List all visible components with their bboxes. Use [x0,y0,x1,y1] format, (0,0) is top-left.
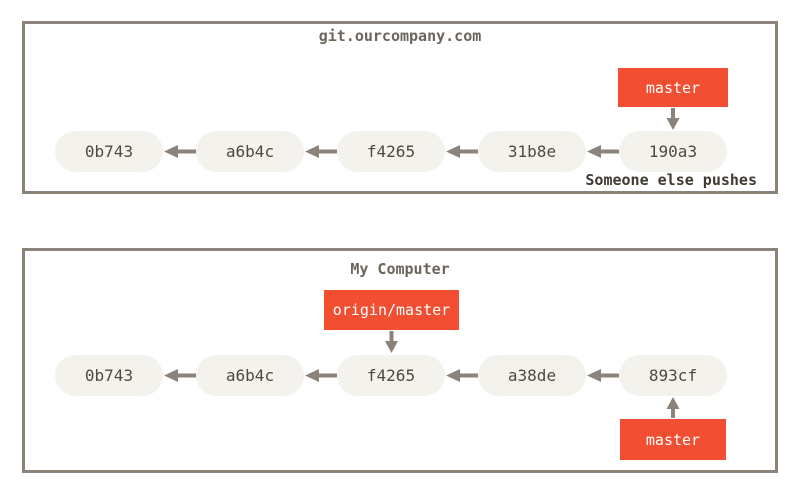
server-box-title: git.ourcompany.com [318,27,482,45]
server-master-branch-label: master [618,68,728,107]
commit-node: 190a3 [619,131,727,172]
commit-node: f4265 [337,131,445,172]
commit-node: 0b743 [55,355,163,396]
local-box-title: My Computer [350,260,450,278]
local-origin-master-branch-label: origin/master [324,290,459,330]
server-box: git.ourcompany.com Someone else pushes [22,21,778,194]
commit-node: f4265 [337,355,445,396]
commit-node: a38de [478,355,586,396]
commit-node: 893cf [619,355,727,396]
commit-node: 31b8e [478,131,586,172]
local-box: My Computer [22,248,778,473]
commit-node: 0b743 [55,131,163,172]
commit-node: a6b4c [196,355,304,396]
someone-else-pushes-caption: Someone else pushes [585,171,757,189]
commit-node: a6b4c [196,131,304,172]
local-master-branch-label: master [620,419,726,460]
